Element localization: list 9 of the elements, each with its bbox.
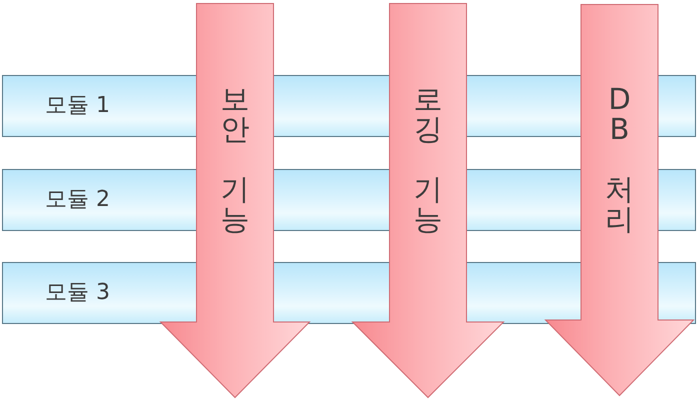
down-block-arrow [160, 3, 310, 398]
down-block-arrow [545, 4, 694, 396]
arrow-label: 보안 기능 [220, 84, 250, 234]
arrow-label: 로깅 기능 [414, 84, 442, 234]
module-label: 모듈 2 [45, 186, 110, 214]
module-label: 모듈 1 [45, 92, 110, 120]
down-block-arrow [352, 3, 504, 398]
module-label: 모듈 3 [45, 280, 110, 306]
arrow-label: DB 처리 [605, 84, 634, 234]
